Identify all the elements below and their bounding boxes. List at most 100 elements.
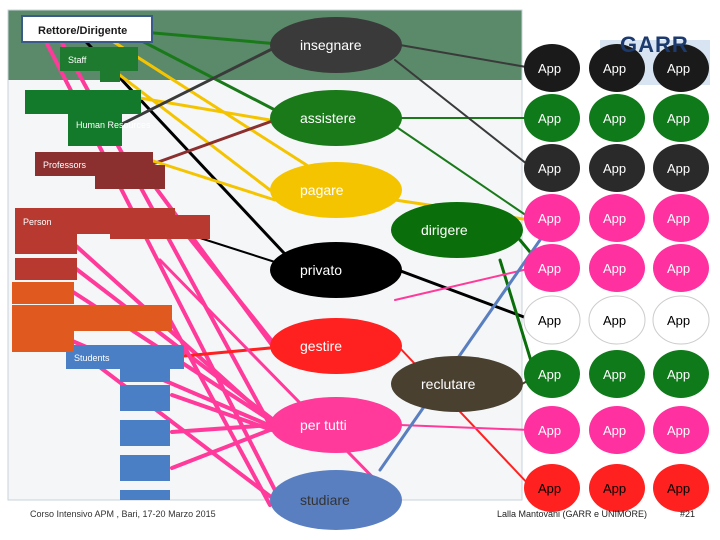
connector-line <box>173 218 277 347</box>
app-label: App <box>603 481 626 496</box>
verb-label: per tutti <box>300 417 347 433</box>
app-label: App <box>667 161 690 176</box>
org-box-label: Person <box>23 217 52 227</box>
connector-line <box>396 268 534 322</box>
connector-line <box>397 127 531 219</box>
verb-node: per tutti <box>270 397 402 453</box>
app-label: App <box>667 367 690 382</box>
app-node: App <box>588 295 646 345</box>
verb-node: insegnare <box>270 17 402 73</box>
connector-line <box>498 258 537 376</box>
app-node: App <box>653 350 709 398</box>
app-node: App <box>524 464 580 512</box>
org-box-label: Staff <box>68 55 87 65</box>
app-node: App <box>653 94 709 142</box>
app-label: App <box>538 161 561 176</box>
verb-label: studiare <box>300 492 350 508</box>
app-node: App <box>589 144 645 192</box>
app-label: App <box>538 211 561 226</box>
org-box-stack <box>12 330 74 352</box>
app-node: App <box>524 244 580 292</box>
org-box-stack <box>12 282 74 304</box>
app-label: App <box>667 261 690 276</box>
verb-node: gestire <box>270 318 402 374</box>
app-label: App <box>603 61 626 76</box>
app-label: App <box>667 313 690 328</box>
app-label: App <box>667 423 690 438</box>
connector-line <box>170 426 277 470</box>
app-node: App <box>653 194 709 242</box>
org-box-stack <box>15 232 77 254</box>
app-label: App <box>603 161 626 176</box>
verb-node: pagare <box>270 162 402 218</box>
connector-line <box>394 267 533 301</box>
app-label: App <box>603 261 626 276</box>
connector-line <box>378 238 542 472</box>
connector-line <box>399 424 531 431</box>
app-node: App <box>524 194 580 242</box>
verb-node: reclutare <box>391 356 523 412</box>
app-label: App <box>603 111 626 126</box>
app-node: App <box>652 295 710 345</box>
org-chart-border <box>7 9 523 501</box>
org-box: Staff <box>60 47 138 71</box>
app-node: App <box>589 44 645 92</box>
app-node: App <box>524 406 580 454</box>
org-box-label: Human Resources <box>76 120 151 130</box>
app-label: App <box>667 61 690 76</box>
app-label: App <box>538 423 561 438</box>
org-box-stack <box>120 360 170 382</box>
connector-line <box>118 43 282 127</box>
org-box-stack <box>120 455 170 481</box>
org-box-label: Rettore/Dirigente <box>38 25 127 37</box>
verb-label: dirigere <box>421 222 468 238</box>
footer-author: Lalla Mantovani (GARR e UNIMORE) <box>497 509 648 519</box>
org-box-stack <box>68 130 122 146</box>
connector-line <box>148 158 277 202</box>
connector-line <box>394 59 533 169</box>
connector-line <box>148 118 277 167</box>
verb-node: dirigere <box>391 202 523 258</box>
verb-node: privato <box>270 242 402 298</box>
app-node: App <box>589 244 645 292</box>
app-node: App <box>524 350 580 398</box>
connector-line <box>399 44 533 69</box>
app-node: App <box>524 44 580 92</box>
app-node: App <box>523 295 581 345</box>
verb-label: insegnare <box>300 37 362 53</box>
app-node: App <box>524 94 580 142</box>
org-box-stack <box>95 165 165 189</box>
app-node: App <box>653 464 709 512</box>
app-node: App <box>524 144 580 192</box>
app-label: App <box>538 111 561 126</box>
app-label: App <box>603 423 626 438</box>
app-node: App <box>653 44 709 92</box>
verb-label: assistere <box>300 110 356 126</box>
org-box-label: Professors <box>43 160 87 170</box>
app-node: App <box>589 406 645 454</box>
verb-label: privato <box>300 262 342 278</box>
app-label: App <box>603 313 626 328</box>
app-label: App <box>603 367 626 382</box>
app-label: App <box>538 481 561 496</box>
verb-label: pagare <box>300 182 344 198</box>
org-box-stack <box>120 385 170 411</box>
connector-line <box>168 318 272 507</box>
app-node: App <box>653 144 709 192</box>
slide-number: #21 <box>680 509 696 519</box>
app-node: App <box>653 244 709 292</box>
app-node: App <box>589 194 645 242</box>
connector-line <box>182 346 272 358</box>
app-label: App <box>538 261 561 276</box>
app-label: App <box>667 481 690 496</box>
app-node: App <box>589 464 645 512</box>
connector-line <box>98 58 272 192</box>
app-label: App <box>538 367 561 382</box>
footer-course: Corso Intensivo APM , Bari, 17-20 Marzo … <box>30 509 216 519</box>
org-box-label: Students <box>74 353 110 363</box>
connector-line <box>138 38 277 112</box>
verb-node: studiare <box>270 470 402 530</box>
app-label: App <box>667 111 690 126</box>
app-label: App <box>538 313 561 328</box>
